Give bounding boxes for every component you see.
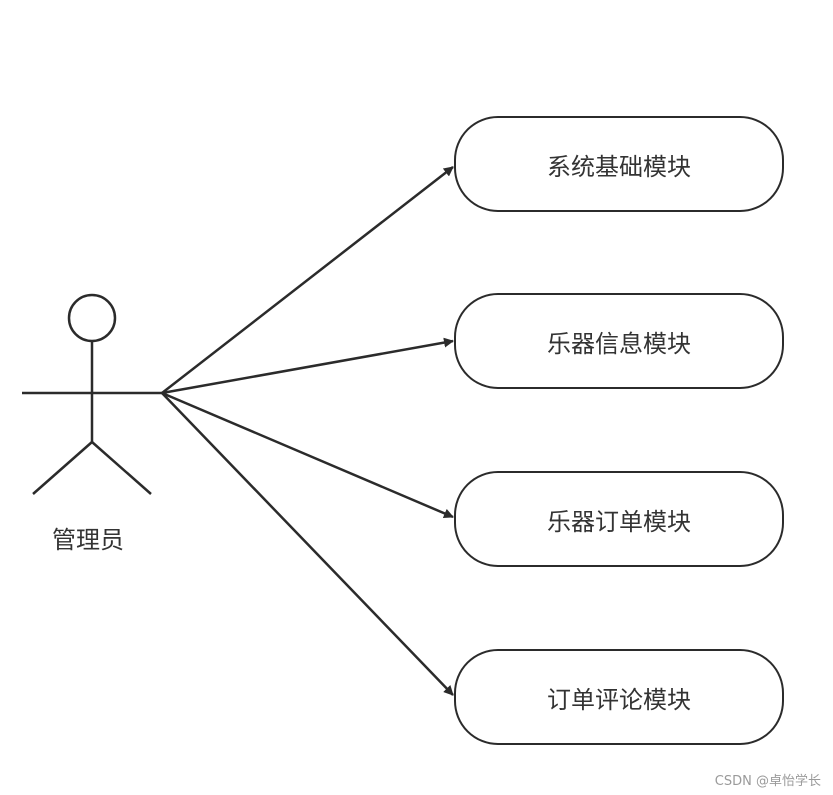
arrow-to-use-case-2 <box>161 337 454 395</box>
use-case-label: 乐器订单模块 <box>547 507 691 536</box>
watermark-text: CSDN @卓怡学长 <box>714 774 821 789</box>
use-case-label: 系统基础模块 <box>547 152 691 181</box>
actor-head <box>67 293 117 343</box>
use-case-order-comment: 订单评论模块 <box>454 649 784 745</box>
use-case-system-base: 系统基础模块 <box>454 116 784 212</box>
use-case-label: 乐器信息模块 <box>547 329 691 358</box>
arrow-to-use-case-1 <box>161 166 454 394</box>
use-case-instrument-order: 乐器订单模块 <box>454 471 784 567</box>
actor-right-leg <box>91 441 152 495</box>
arrow-to-use-case-4 <box>161 392 454 696</box>
actor-label: 管理员 <box>52 526 124 554</box>
actor-left-leg <box>32 441 93 495</box>
actor-figure <box>22 293 162 495</box>
use-case-label: 订单评论模块 <box>547 685 691 714</box>
use-case-instrument-info: 乐器信息模块 <box>454 293 784 389</box>
arrow-to-use-case-3 <box>161 391 454 519</box>
